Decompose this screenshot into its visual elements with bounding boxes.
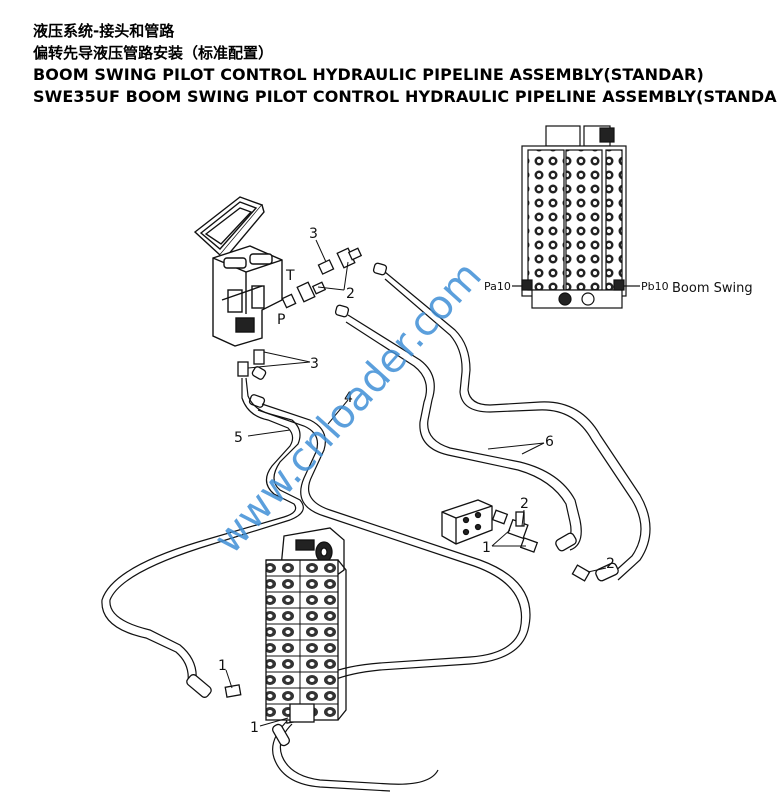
callout-2-top: 2 xyxy=(346,286,355,302)
main-control-valve xyxy=(265,527,347,723)
hydraulic-diagram: 3 T 2 P 3 4 5 6 2 1 2 1 1 Pa10 Pb10 Boom… xyxy=(101,125,753,792)
shuttle-block xyxy=(441,499,539,553)
callout-labels: 3 T 2 P 3 4 5 6 2 1 2 1 1 xyxy=(218,226,615,736)
callout-6: 6 xyxy=(545,434,554,450)
pilot-pedal-valve xyxy=(193,196,283,347)
title-chinese-2: 偏转先导液压管路安装（标准配置） xyxy=(33,44,274,62)
boom-swing-label: Boom Swing xyxy=(672,281,753,296)
callout-2-block: 2 xyxy=(520,496,529,512)
port-pb10-label: Pb10 xyxy=(641,280,669,293)
title-block: 液压系统-接头和管路 偏转先导液压管路安装（标准配置） BOOM SWING P… xyxy=(33,20,777,108)
valve-inset-labels: Pa10 Pb10 Boom Swing xyxy=(484,280,753,296)
callout-1-block: 1 xyxy=(482,540,491,556)
callout-3-top: 3 xyxy=(309,226,318,242)
hose-fittings xyxy=(186,532,619,747)
callout-5: 5 xyxy=(234,430,243,446)
port-p-label: P xyxy=(277,312,285,328)
pilot-fittings xyxy=(237,247,388,408)
callout-1-bottom: 1 xyxy=(250,720,259,736)
title-english-2: SWE35UF BOOM SWING PILOT CONTROL HYDRAUL… xyxy=(33,87,777,106)
hose-lines xyxy=(101,271,651,792)
callout-1-left: 1 xyxy=(218,658,227,674)
port-pa10-label: Pa10 xyxy=(484,280,511,293)
callout-4: 4 xyxy=(344,390,353,406)
callout-2-right: 2 xyxy=(606,556,615,572)
control-valve-inset xyxy=(512,125,640,309)
callout-3-lower: 3 xyxy=(310,356,319,372)
leader-lines xyxy=(225,239,607,727)
title-chinese-1: 液压系统-接头和管路 xyxy=(33,22,175,40)
title-english-1: BOOM SWING PILOT CONTROL HYDRAULIC PIPEL… xyxy=(33,65,704,84)
port-t-label: T xyxy=(285,268,295,284)
